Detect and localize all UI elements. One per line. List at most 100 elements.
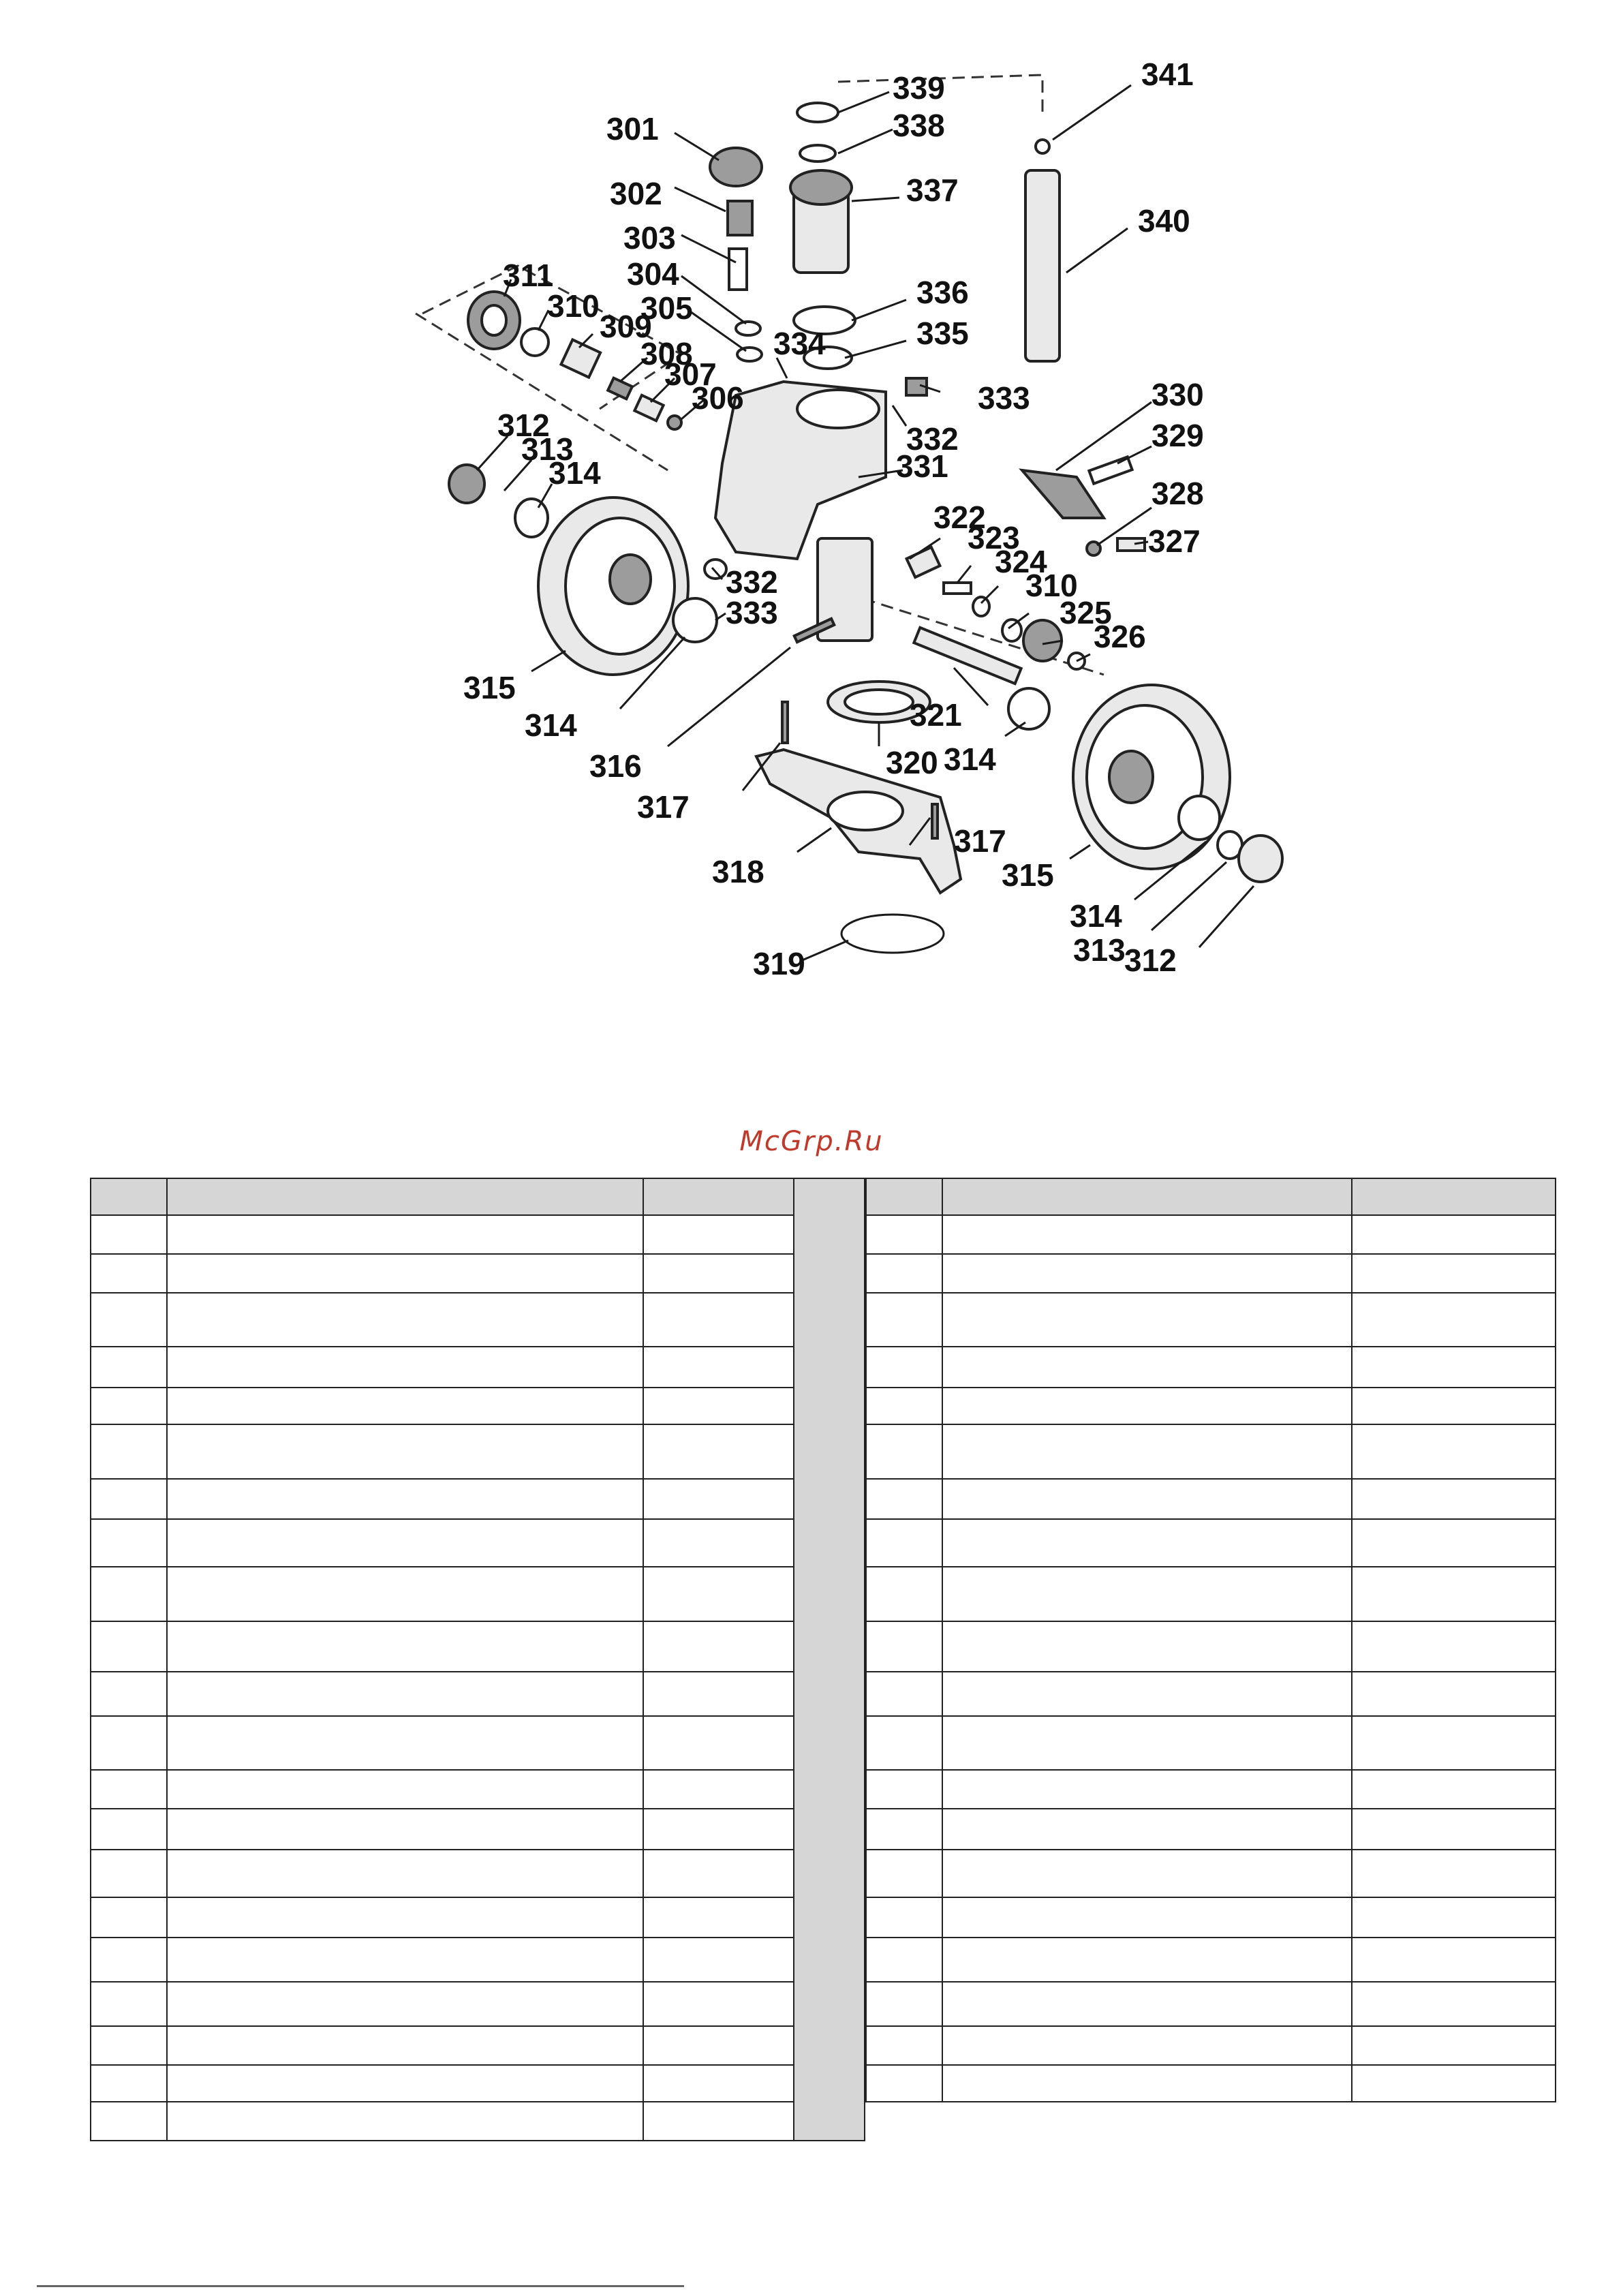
part-callout-333: 333 — [978, 380, 1030, 416]
table-row — [865, 1346, 1557, 1388]
part-callout-312: 312 — [1124, 943, 1177, 978]
part-callout-305: 305 — [640, 290, 693, 326]
part-callout-340: 340 — [1138, 203, 1190, 239]
table-row — [865, 1214, 1557, 1255]
part-callout-307: 307 — [664, 356, 717, 392]
part-callout-323: 323 — [968, 520, 1020, 555]
part-callout-329: 329 — [1151, 418, 1204, 453]
part-callout-308: 308 — [640, 336, 693, 371]
watermark-text: McGrp.Ru — [739, 1126, 884, 1157]
table-divider — [793, 1178, 865, 2141]
table-row — [90, 1387, 865, 1425]
header-qty — [1350, 1178, 1557, 1216]
part-callout-315: 315 — [463, 670, 516, 705]
part-callout-337: 337 — [906, 172, 959, 208]
part-callout-334: 334 — [773, 326, 826, 361]
header-description — [166, 1178, 644, 1216]
part-callout-317: 317 — [954, 823, 1006, 859]
part-callout-315: 315 — [1002, 857, 1054, 893]
part-callout-311: 311 — [503, 258, 553, 293]
part-callout-314: 314 — [1070, 898, 1122, 934]
footer-rule — [37, 2285, 684, 2287]
table-row — [865, 1253, 1557, 1294]
part-callout-301: 301 — [606, 111, 659, 147]
table-row — [865, 1518, 1557, 1567]
part-callout-319: 319 — [753, 946, 805, 981]
part-callout-314: 314 — [525, 707, 577, 743]
part-callout-332: 332 — [906, 421, 959, 457]
table-row — [865, 1621, 1557, 1672]
part-callout-310: 310 — [547, 288, 600, 324]
part-callout-312: 312 — [497, 408, 550, 443]
table-row — [865, 1897, 1557, 1938]
part-callout-314: 314 — [548, 455, 601, 491]
part-callout-313: 313 — [1073, 932, 1126, 968]
table-row — [865, 1478, 1557, 1520]
table-row — [90, 1937, 865, 1983]
part-callout-331: 331 — [896, 448, 948, 484]
table-row — [865, 1715, 1557, 1771]
part-callout-324: 324 — [995, 544, 1047, 579]
part-callout-338: 338 — [893, 108, 945, 143]
parts-table-right — [865, 1178, 1557, 2102]
parts-table-left — [90, 1178, 865, 2141]
table-row — [865, 2025, 1557, 2066]
part-callout-326: 326 — [1094, 619, 1146, 654]
table-header-row — [90, 1178, 865, 2141]
table-row — [90, 1253, 865, 1294]
table-row — [865, 1937, 1557, 1983]
part-callout-328: 328 — [1151, 476, 1204, 511]
part-callout-339: 339 — [893, 70, 945, 106]
part-callout-316: 316 — [589, 748, 642, 784]
part-callout-317: 317 — [637, 789, 690, 825]
part-callout-330: 330 — [1151, 377, 1204, 412]
table-row — [865, 1808, 1557, 1850]
table-row — [90, 1808, 865, 1850]
table-row — [90, 1292, 865, 1347]
table-row — [865, 1769, 1557, 1809]
table-row — [865, 1424, 1557, 1480]
table-row — [865, 2064, 1557, 2102]
part-callout-309: 309 — [600, 309, 652, 344]
table-row — [865, 1849, 1557, 1898]
part-callout-325: 325 — [1060, 595, 1112, 630]
part-callout-321: 321 — [910, 697, 962, 733]
part-callout-310: 310 — [1025, 568, 1078, 603]
part-callout-313: 313 — [521, 431, 574, 467]
header-description — [941, 1178, 1352, 1216]
table-row — [90, 1769, 865, 1809]
table-row — [90, 1346, 865, 1388]
part-callout-327: 327 — [1148, 523, 1201, 559]
table-row — [90, 1424, 865, 1480]
table-row — [865, 1981, 1557, 2027]
part-callout-303: 303 — [623, 220, 676, 256]
exploded-parts-diagram: 301 302 303 304 305 306 307 308 309 310 … — [415, 57, 1284, 981]
table-row — [90, 1214, 865, 1255]
part-callout-320: 320 — [886, 745, 938, 780]
part-callout-304: 304 — [627, 256, 679, 292]
part-callout-306: 306 — [692, 380, 744, 416]
table-row — [865, 1566, 1557, 1622]
part-callout-302: 302 — [610, 176, 662, 211]
header-qty — [642, 1178, 795, 1216]
table-row — [865, 1671, 1557, 1717]
table-row — [90, 1518, 865, 1567]
table-row — [90, 1478, 865, 1520]
table-header-row — [865, 1178, 1557, 1216]
table-row — [865, 1387, 1557, 1425]
table-row — [90, 1566, 865, 1622]
part-callout-322: 322 — [933, 500, 986, 535]
header-no — [90, 1178, 168, 1216]
table-row — [90, 2025, 865, 2066]
part-callout-333: 333 — [726, 595, 778, 630]
part-callout-341: 341 — [1141, 57, 1194, 92]
part-callout-314: 314 — [944, 741, 996, 777]
table-row — [90, 1897, 865, 1938]
part-callout-318: 318 — [712, 854, 764, 889]
table-row — [90, 1715, 865, 1771]
table-row — [90, 2101, 865, 2141]
table-row — [865, 1292, 1557, 1347]
table-row — [90, 1849, 865, 1898]
header-no — [865, 1178, 943, 1216]
part-callout-336: 336 — [916, 275, 969, 310]
